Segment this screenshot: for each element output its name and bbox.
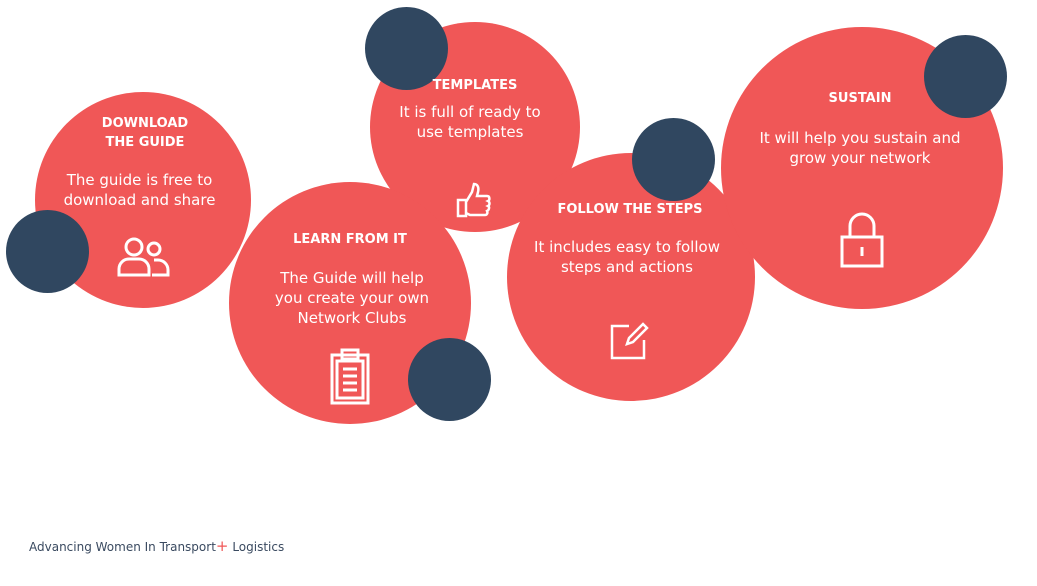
footer-brand: Advancing Women In Transport+ Logistics: [29, 537, 284, 555]
step-text: It includes easy to follow steps and act…: [534, 238, 720, 276]
users-icon: [117, 237, 170, 277]
clipboard-icon: [330, 348, 370, 405]
step-title: FOLLOW THE STEPS: [557, 202, 703, 217]
plus-icon: +: [215, 537, 229, 555]
footer-text: Advancing Women In Transport: [29, 540, 216, 554]
navy-dot: [632, 118, 715, 201]
step-text: The guide is free to download and share: [63, 171, 216, 209]
step-text: It will help you sustain and grow your n…: [759, 129, 961, 167]
step-title: LEARN FROM IT: [293, 232, 407, 247]
step-text: The Guide will help you create your own …: [274, 269, 430, 327]
navy-dot: [365, 7, 448, 90]
edit-icon: [610, 322, 649, 360]
step-circle-follow: [507, 153, 755, 401]
step-title: DOWNLOAD THE GUIDE: [101, 116, 189, 150]
navy-dot: [924, 35, 1007, 118]
thumbs-up-icon: [456, 182, 491, 218]
step-title: TEMPLATES: [432, 78, 518, 93]
step-title: SUSTAIN: [828, 91, 892, 106]
step-text: It is full of ready to use templates: [399, 103, 541, 141]
navy-dot: [6, 210, 89, 293]
lock-icon: [840, 212, 884, 268]
navy-dot: [408, 338, 491, 421]
footer-text: Logistics: [232, 540, 285, 554]
